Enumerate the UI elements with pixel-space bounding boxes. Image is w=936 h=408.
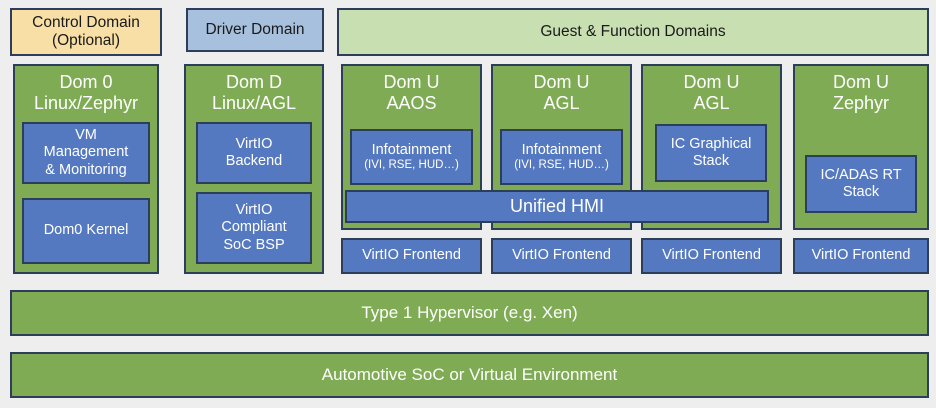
component-infotainment-aaos-line1: Infotainment: [371, 141, 452, 158]
virtio-frontend-zephyr-label: VirtIO Frontend: [811, 247, 911, 264]
domain-dom0-title-line2: Linux/Zephyr: [33, 93, 139, 114]
component-infotainment-aaos-sub: (IVI, RSE, HUD…): [364, 158, 459, 171]
domain-domu-agl-2-title-line1: Dom U: [683, 72, 740, 92]
unified-hmi-label: Unified HMI: [509, 195, 605, 216]
virtio-frontend-aaos: VirtIO Frontend: [341, 238, 482, 274]
domain-domu-agl-2-title-line2: AGL: [693, 93, 730, 114]
component-dom0-kernel-line1: Dom0 Kernel: [43, 222, 129, 239]
driver-domain-header: Driver Domain: [186, 8, 324, 52]
virtio-frontend-agl-1-label: VirtIO Frontend: [512, 247, 611, 264]
component-infotainment-aaos: Infotainment (IVI, RSE, HUD…): [350, 129, 473, 185]
component-vm-management-line3: & Monitoring: [45, 161, 127, 178]
domain-domu-aaos-title-line2: AAOS: [386, 93, 437, 114]
component-vm-management: VM Management & Monitoring: [22, 122, 150, 184]
component-ic-adas-rt-stack-line2: Stack: [842, 184, 880, 200]
component-virtio-compliant-soc-bsp-line2: Compliant: [221, 219, 287, 236]
virtio-frontend-agl-1: VirtIO Frontend: [491, 238, 632, 274]
unified-hmi-bar: Unified HMI: [345, 190, 769, 223]
domain-domd-title-line2: Linux/AGL: [211, 93, 297, 114]
driver-domain-header-line1: Driver Domain: [205, 20, 305, 38]
component-virtio-backend: VirtIO Backend: [196, 122, 312, 184]
domain-domu-agl-1-title-line2: AGL: [543, 93, 580, 114]
component-virtio-backend-line1: VirtIO: [235, 135, 273, 152]
control-domain-header-line2: (Optional): [51, 32, 121, 49]
component-virtio-backend-line2: Backend: [225, 153, 283, 169]
component-infotainment-agl: Infotainment (IVI, RSE, HUD…): [500, 129, 623, 185]
component-infotainment-agl-line1: Infotainment: [521, 141, 602, 158]
control-domain-header-line1: Control Domain: [32, 13, 140, 31]
virtio-frontend-agl-2: VirtIO Frontend: [641, 238, 782, 274]
virtio-frontend-agl-2-label: VirtIO Frontend: [662, 247, 761, 264]
control-domain-header: Control Domain (Optional): [10, 8, 162, 56]
component-virtio-compliant-soc-bsp: VirtIO Compliant SoC BSP: [196, 192, 312, 264]
component-infotainment-agl-sub: (IVI, RSE, HUD…): [514, 158, 609, 171]
component-dom0-kernel: Dom0 Kernel: [22, 198, 150, 264]
band-soc-label: Automotive SoC or Virtual Environment: [321, 364, 618, 384]
virtio-frontend-aaos-label: VirtIO Frontend: [362, 247, 461, 264]
guest-function-domains-header: Guest & Function Domains: [337, 8, 929, 56]
component-vm-management-line2: Management: [43, 144, 129, 161]
component-ic-graphical-stack: IC Graphical Stack: [655, 124, 767, 182]
domain-domu-agl-1-title-line1: Dom U: [533, 72, 590, 92]
band-hypervisor-label: Type 1 Hypervisor (e.g. Xen): [361, 302, 578, 322]
component-ic-adas-rt-stack: IC/ADAS RT Stack: [805, 155, 917, 213]
component-virtio-compliant-soc-bsp-line1: VirtIO: [235, 202, 273, 219]
domain-domu-aaos-title-line1: Dom U: [383, 72, 440, 92]
domain-dom0-title-line1: Dom 0: [59, 72, 113, 92]
band-soc: Automotive SoC or Virtual Environment: [10, 352, 929, 398]
domain-domu-zephyr-title-line1: Dom U: [832, 72, 889, 92]
domain-domd-title-line1: Dom D: [225, 72, 282, 92]
component-virtio-compliant-soc-bsp-line3: SoC BSP: [223, 236, 285, 253]
component-ic-graphical-stack-line2: Stack: [692, 153, 730, 169]
virtio-frontend-zephyr: VirtIO Frontend: [793, 238, 929, 274]
guest-function-domains-header-line1: Guest & Function Domains: [540, 22, 726, 40]
component-ic-adas-rt-stack-line1: IC/ADAS RT: [820, 166, 902, 183]
band-hypervisor: Type 1 Hypervisor (e.g. Xen): [10, 290, 929, 336]
domain-domu-zephyr-title-line2: Zephyr: [832, 93, 890, 114]
component-ic-graphical-stack-line1: IC Graphical: [670, 135, 752, 152]
component-vm-management-line1: VM: [75, 127, 97, 144]
